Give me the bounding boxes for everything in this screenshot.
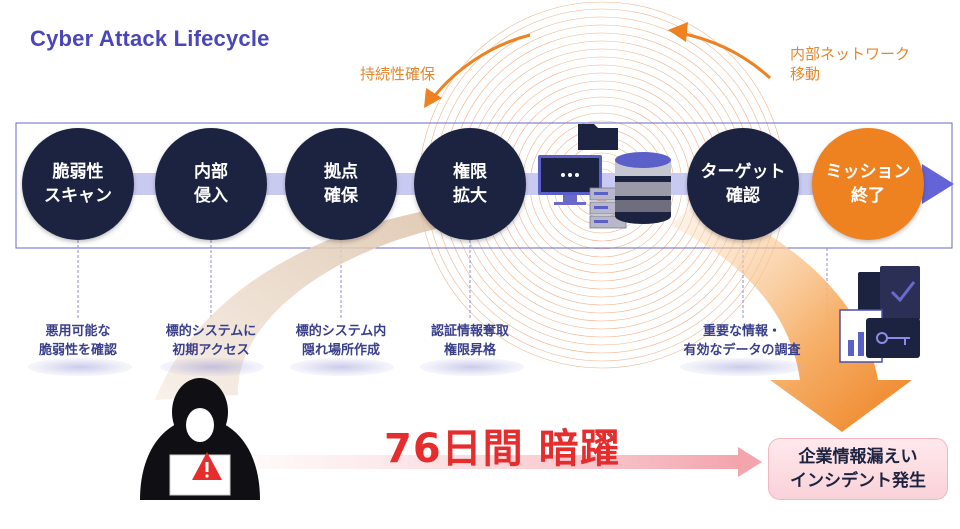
folder-icon bbox=[578, 124, 618, 150]
hacker-icon bbox=[140, 378, 260, 500]
caption-shadow bbox=[28, 358, 132, 376]
monitor-icon bbox=[538, 155, 602, 205]
exfiltration-arrow bbox=[670, 200, 912, 432]
stage-foothold: 拠点 確保 bbox=[285, 128, 397, 240]
stage-intrusion: 内部 侵入 bbox=[155, 128, 267, 240]
caption-vulnerability-scan: 悪用可能な 脆弱性を確認 bbox=[38, 324, 117, 358]
dwell-arrow-band bbox=[250, 455, 740, 469]
intrusion-arc bbox=[155, 210, 440, 400]
caption-shadow bbox=[160, 358, 264, 376]
caption-target-discovery: 重要な情報・ 有効なデータの調査 bbox=[683, 324, 801, 358]
lifecycle-arrow-head bbox=[922, 164, 954, 204]
stage-vulnerability-scan: 脆弱性 スキャン bbox=[22, 128, 134, 240]
stage-privilege-escalation: 権限 拡大 bbox=[414, 128, 526, 240]
persistence-arrow-head bbox=[424, 88, 442, 108]
caption-intrusion: 標的システムに 初期アクセス bbox=[165, 324, 257, 358]
caption-leaders bbox=[77, 240, 828, 318]
lateral-arrow bbox=[679, 31, 772, 80]
diagram-title: Cyber Attack Lifecycle bbox=[30, 26, 270, 51]
incident-result-box: 企業情報漏えい インシデント発生 bbox=[768, 438, 948, 500]
stage-mission-complete: ミッション 終了 bbox=[812, 128, 924, 240]
lateral-movement-label: 内部ネットワーク 移動 bbox=[790, 45, 911, 83]
stage-target-discovery: ターゲット 確認 bbox=[687, 128, 799, 240]
warning-icon bbox=[192, 452, 222, 480]
caption-shadow bbox=[680, 358, 804, 376]
documents-icon bbox=[839, 266, 920, 363]
dwell-arrow-head bbox=[738, 447, 762, 477]
caption-shadow bbox=[290, 358, 394, 376]
database-icon bbox=[615, 152, 671, 224]
caption-shadow bbox=[420, 358, 524, 376]
persistence-arrow bbox=[431, 33, 531, 99]
timeline-frame bbox=[15, 122, 953, 249]
lateral-arrow-head bbox=[668, 22, 688, 42]
dwell-time-label: 76日間 暗躍 bbox=[384, 426, 621, 472]
persistence-label: 持続性確保 bbox=[360, 65, 436, 83]
caption-privilege-escalation: 認証情報奪取 権限昇格 bbox=[430, 324, 509, 358]
caption-foothold: 標的システム内 隠れ場所作成 bbox=[295, 324, 387, 358]
